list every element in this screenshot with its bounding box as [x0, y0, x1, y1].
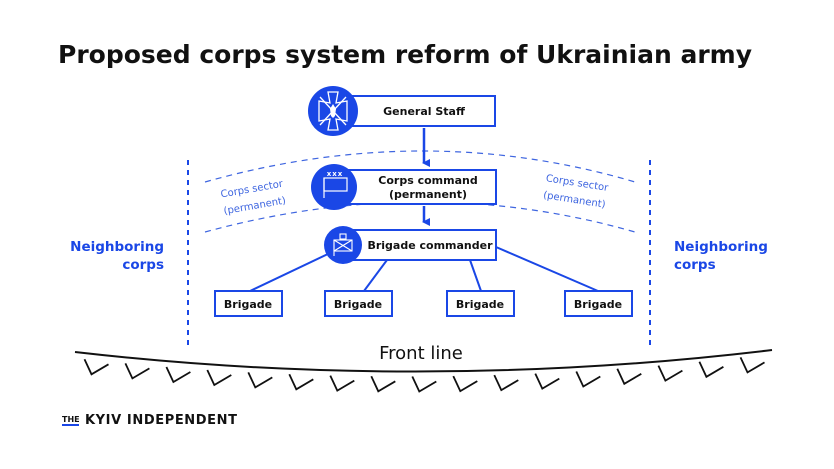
brigade-label: Brigade [334, 298, 382, 311]
front-line-tooth [698, 361, 724, 379]
front-line-tooth [165, 366, 191, 384]
front-line-tooth [370, 375, 396, 393]
brigade-node: Brigade [446, 290, 515, 317]
node-corps-command: Corps command (permanent) xxx [311, 164, 497, 210]
front-line-tooth [739, 357, 765, 374]
brigade-node: Brigade [324, 290, 393, 317]
corps-command-box [333, 169, 497, 205]
corps-sector-upper-arc [204, 150, 636, 183]
general-staff-label: General Staff [383, 105, 465, 118]
front-line-tooth [206, 369, 232, 387]
corps-command-label-line2: (permanent) [389, 188, 467, 201]
brigade-box [324, 290, 393, 317]
neighbor-right-line1: Neighboring [674, 239, 768, 255]
corps-flag-icon [311, 164, 357, 210]
brand-underline [62, 424, 79, 426]
neighbor-right-line2: corps [674, 257, 716, 273]
edge-to-brigade-3 [469, 259, 482, 292]
general-staff-box [343, 95, 496, 127]
brigade-label: Brigade [456, 298, 504, 311]
brigade-node: Brigade [214, 290, 283, 317]
brigade-box [446, 290, 515, 317]
front-line-teeth [83, 357, 765, 393]
brand-name: KYIV INDEPENDENT [85, 413, 238, 428]
brigade-node: Brigade [564, 290, 633, 317]
sector-label-left-line2: (permanent) [223, 195, 287, 217]
front-line-tooth [83, 358, 109, 376]
brigade-box [564, 290, 633, 317]
edge-to-brigade-4 [495, 246, 599, 292]
brand-the: THE [62, 415, 80, 424]
front-line-tooth [288, 373, 314, 391]
front-line-tooth [124, 363, 150, 380]
front-line-tooth [329, 375, 355, 392]
node-general-staff: General Staff [308, 86, 496, 136]
front-line-curve [74, 349, 773, 373]
front-line-tooth [575, 371, 601, 388]
front-line-label: Front line [379, 343, 463, 364]
neighbor-left-line1: Neighboring [70, 239, 164, 255]
front-line-tooth [247, 372, 273, 389]
front-line-tooth [493, 374, 519, 392]
brigade-row: Brigade Brigade Brigade Brigade [214, 290, 633, 317]
front-line-tooth [452, 375, 478, 393]
edge-to-brigade-2 [363, 259, 388, 292]
front-line-tooth [657, 365, 683, 382]
brigade-box [214, 290, 283, 317]
edge-to-brigade-1 [249, 252, 331, 292]
sector-label-left: Corps sector (permanent) [220, 179, 287, 218]
node-brigade-commander: Brigade commander [324, 226, 497, 264]
front-line-tooth [534, 373, 560, 390]
neighbor-left-line2: corps [122, 257, 164, 273]
sector-label-right-line2: (permanent) [542, 190, 606, 211]
brigade-label: Brigade [224, 298, 272, 311]
corps-command-label-line1: Corps command [378, 174, 477, 187]
diagram-title: Proposed corps system reform of Ukrainia… [58, 40, 752, 69]
brigade-label: Brigade [574, 298, 622, 311]
front-line-tooth [411, 376, 437, 393]
brigade-flag-glyph [333, 233, 353, 256]
sector-label-right: Corps sector (permanent) [542, 173, 609, 211]
corps-mark: xxx [327, 170, 344, 178]
front-line-tooth [616, 368, 642, 386]
trident-icon [330, 104, 336, 118]
brigade-commander-label: Brigade commander [367, 239, 493, 252]
brand-logo: THE KYIV INDEPENDENT [62, 413, 238, 428]
